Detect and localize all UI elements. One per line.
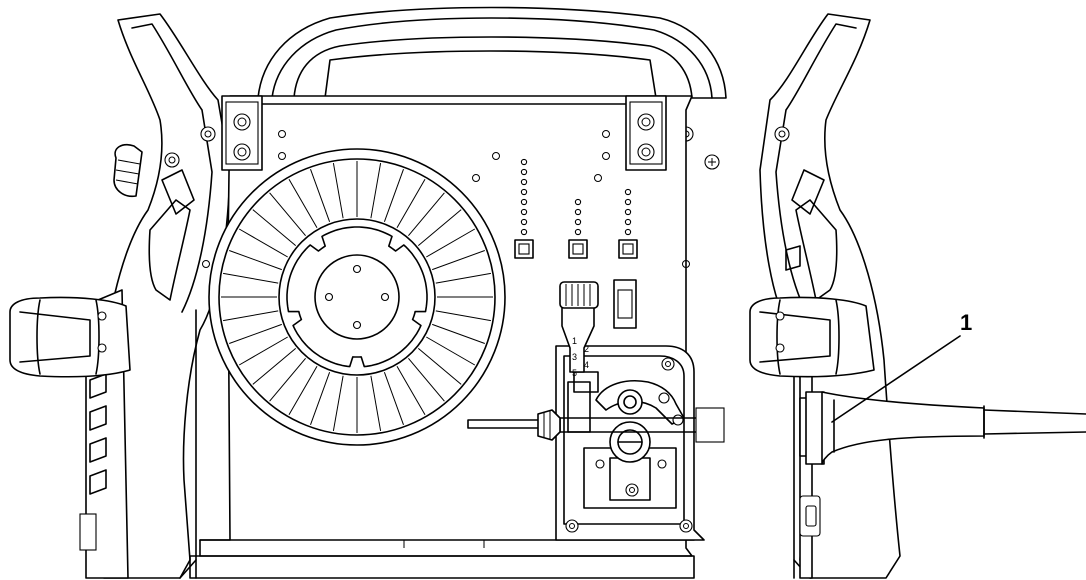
- tension-arm[interactable]: 1 2 3 4 5: [559, 281, 599, 378]
- indicator-led: [624, 188, 632, 196]
- indicator-led: [574, 198, 582, 206]
- tension-scale-mark: 3: [572, 352, 577, 362]
- indicator-led: [624, 218, 632, 226]
- indicator-led: [574, 208, 582, 216]
- selector-button-face: [518, 243, 530, 255]
- indicator-led: [574, 228, 582, 236]
- indicator-led: [574, 218, 582, 226]
- reel-rib: [417, 209, 462, 246]
- indicator-led: [520, 188, 528, 196]
- wire-feeder-assembly: [555, 345, 725, 541]
- reel-rib: [288, 366, 318, 416]
- indicator-led: [520, 158, 528, 166]
- hinge-right: [625, 95, 667, 171]
- reel-rib: [417, 348, 462, 385]
- reel-rib: [310, 169, 331, 222]
- reel-rib: [310, 372, 331, 425]
- reel-inner-rim: [218, 158, 496, 436]
- selector-button-face: [622, 243, 634, 255]
- left-handle-grip: [9, 296, 131, 378]
- reel-spindle: [314, 254, 400, 340]
- welding-torch-connector: [799, 391, 1086, 465]
- reel-rib: [383, 169, 404, 222]
- reel-rib: [332, 163, 344, 219]
- reel-rib: [223, 272, 279, 284]
- reel-rib: [432, 250, 485, 271]
- reel-rib: [332, 375, 344, 431]
- reel-rib: [252, 209, 297, 246]
- reel-rib: [426, 228, 476, 258]
- reel-rib: [269, 192, 306, 237]
- callout-label: 1: [960, 310, 972, 335]
- indicator-panel: [514, 158, 638, 259]
- indicator-led: [624, 228, 632, 236]
- right-handle-grip: [749, 296, 875, 378]
- polarity-switch[interactable]: [613, 279, 637, 329]
- indicator-led: [520, 208, 528, 216]
- indicator-led: [520, 228, 528, 236]
- reel-rib: [238, 336, 288, 366]
- reel-rib: [223, 310, 279, 322]
- indicator-led: [520, 178, 528, 186]
- reel-rib: [408, 192, 445, 237]
- reel-rib: [432, 323, 485, 344]
- reel-rib: [229, 250, 282, 271]
- reel-rib: [370, 163, 382, 219]
- left-knob-icon: [113, 143, 143, 198]
- hinge-left: [221, 95, 263, 171]
- reel-rib: [229, 323, 282, 344]
- tension-scale-mark: 5: [572, 368, 577, 378]
- reel-rib: [396, 178, 426, 228]
- indicator-led: [520, 198, 528, 206]
- reel-rib: [435, 310, 491, 322]
- reel-rib: [288, 178, 318, 228]
- wire-inlet-guide: [467, 409, 561, 441]
- indicator-led: [624, 208, 632, 216]
- selector-button-face: [572, 243, 584, 255]
- reel-rib: [238, 228, 288, 258]
- indicator-led: [520, 168, 528, 176]
- reel-rib: [426, 336, 476, 366]
- callout-1: 1: [831, 310, 972, 423]
- reel-rib: [252, 348, 297, 385]
- tension-scale-mark: 1: [572, 336, 577, 346]
- reel-rib: [370, 375, 382, 431]
- tension-scale-mark: 4: [584, 360, 589, 370]
- reel-ribs: [221, 161, 493, 433]
- reel-rib: [408, 357, 445, 402]
- wire-reel: [208, 148, 506, 446]
- indicator-led: [624, 198, 632, 206]
- tension-scale-mark: 2: [584, 344, 589, 354]
- reel-rib: [269, 357, 306, 402]
- reel-rib: [383, 372, 404, 425]
- reel-rib: [396, 366, 426, 416]
- reel-rib: [435, 272, 491, 284]
- indicator-led: [520, 218, 528, 226]
- carry-handle: [257, 6, 727, 99]
